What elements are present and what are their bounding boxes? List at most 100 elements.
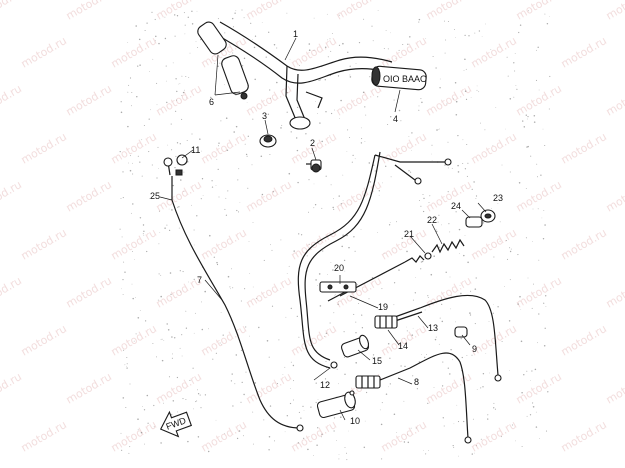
speckle-dot bbox=[431, 153, 433, 155]
speckle-dot bbox=[218, 142, 220, 144]
speckle-dot bbox=[389, 357, 391, 359]
speckle-dot bbox=[540, 174, 542, 176]
speckle-dot bbox=[174, 14, 176, 16]
speckle-dot bbox=[160, 339, 162, 341]
speckle-dot bbox=[467, 261, 469, 264]
speckle-dot bbox=[342, 42, 344, 45]
speckle-dot bbox=[268, 449, 270, 451]
speckle-dot bbox=[368, 162, 371, 164]
speckle-dot bbox=[315, 401, 317, 404]
speckle-dot bbox=[535, 49, 537, 51]
speckle-dot bbox=[245, 371, 247, 373]
speckle-dot bbox=[474, 32, 476, 34]
speckle-dot bbox=[506, 56, 508, 58]
speckle-dot bbox=[324, 335, 326, 337]
speckle-dot bbox=[357, 417, 359, 419]
watermark-text: motod.ru bbox=[64, 370, 114, 406]
speckle-dot bbox=[171, 149, 173, 151]
speckle-dot bbox=[538, 259, 540, 261]
speckle-dot bbox=[119, 228, 121, 230]
speckle-dot bbox=[421, 354, 422, 355]
speckle-dot bbox=[315, 382, 317, 384]
speckle-dot bbox=[333, 198, 334, 200]
speckle-dot bbox=[494, 408, 496, 410]
speckle-dot bbox=[149, 198, 150, 199]
speckle-dot bbox=[252, 286, 254, 288]
speckle-dot bbox=[241, 9, 243, 11]
speckle-dot bbox=[433, 255, 435, 257]
speckle-dot bbox=[544, 13, 546, 15]
speckle-dot bbox=[303, 437, 305, 439]
speckle-dot bbox=[151, 164, 153, 166]
speckle-dot bbox=[231, 373, 233, 375]
speckle-dot bbox=[255, 298, 257, 299]
speckle-dot bbox=[127, 91, 129, 93]
speckle-dot bbox=[334, 109, 336, 111]
speckle-dot bbox=[297, 442, 300, 444]
speckle-dot bbox=[372, 356, 374, 358]
speckle-dot bbox=[513, 96, 515, 98]
speckle-dot bbox=[389, 383, 391, 385]
speckle-dot bbox=[441, 303, 443, 305]
speckle-dot bbox=[306, 255, 308, 257]
speckle-dot bbox=[517, 254, 519, 256]
speckle-dot bbox=[379, 409, 381, 411]
speckle-dot bbox=[354, 250, 356, 252]
speckle-dot bbox=[239, 202, 241, 203]
speckle-dot bbox=[122, 397, 125, 399]
speckle-dot bbox=[327, 56, 329, 58]
speckle-dot bbox=[313, 183, 315, 185]
speckle-dot bbox=[290, 388, 291, 389]
speckle-dot bbox=[423, 197, 425, 200]
speckle-dot bbox=[195, 401, 196, 403]
speckle-dot bbox=[402, 43, 404, 46]
speckle-dot bbox=[288, 265, 290, 267]
speckle-dot bbox=[228, 54, 230, 55]
speckle-dot bbox=[155, 35, 157, 38]
speckle-dot bbox=[471, 453, 473, 455]
watermark-text: motod.ru bbox=[109, 34, 159, 70]
speckle-dot bbox=[513, 62, 515, 64]
speckle-dot bbox=[332, 269, 334, 271]
speckle-dot bbox=[163, 402, 164, 404]
speckle-dot bbox=[243, 57, 246, 60]
speckle-dot bbox=[542, 238, 545, 240]
speckle-dot bbox=[211, 180, 213, 182]
speckle-dot bbox=[412, 375, 414, 377]
speckle-dot bbox=[144, 29, 146, 32]
speckle-dot bbox=[225, 197, 227, 199]
speckle-dot bbox=[347, 51, 349, 53]
speckle-dot bbox=[157, 299, 159, 301]
part-8-adjuster bbox=[355, 375, 381, 389]
speckle-dot bbox=[315, 101, 316, 102]
speckle-dot bbox=[542, 128, 544, 130]
speckle-dot bbox=[460, 337, 462, 340]
speckle-dot bbox=[521, 446, 523, 447]
speckle-dot bbox=[358, 303, 360, 304]
speckle-dot bbox=[373, 164, 375, 166]
speckle-dot bbox=[541, 217, 543, 219]
speckle-dot bbox=[515, 85, 517, 86]
speckle-dot bbox=[175, 155, 177, 157]
speckle-dot bbox=[342, 234, 344, 236]
watermark-text: motod.ru bbox=[424, 178, 474, 214]
speckle-dot bbox=[247, 135, 249, 137]
speckle-dot bbox=[252, 443, 254, 445]
speckle-dot bbox=[318, 273, 321, 275]
speckle-dot bbox=[371, 25, 373, 27]
speckle-dot bbox=[544, 327, 546, 329]
speckle-dot bbox=[353, 236, 355, 238]
speckle-dot bbox=[125, 406, 127, 409]
speckle-dot bbox=[546, 22, 549, 25]
speckle-dot bbox=[148, 118, 150, 120]
part-23 bbox=[480, 209, 496, 223]
speckle-dot bbox=[368, 298, 370, 300]
speckle-dot bbox=[464, 58, 466, 60]
speckle-dot bbox=[179, 347, 181, 349]
speckle-dot bbox=[263, 259, 265, 261]
speckle-dot bbox=[199, 394, 201, 396]
speckle-dot bbox=[340, 416, 342, 418]
callout-25: 25 bbox=[150, 191, 160, 201]
speckle-dot bbox=[191, 23, 194, 25]
speckle-dot bbox=[511, 424, 514, 426]
